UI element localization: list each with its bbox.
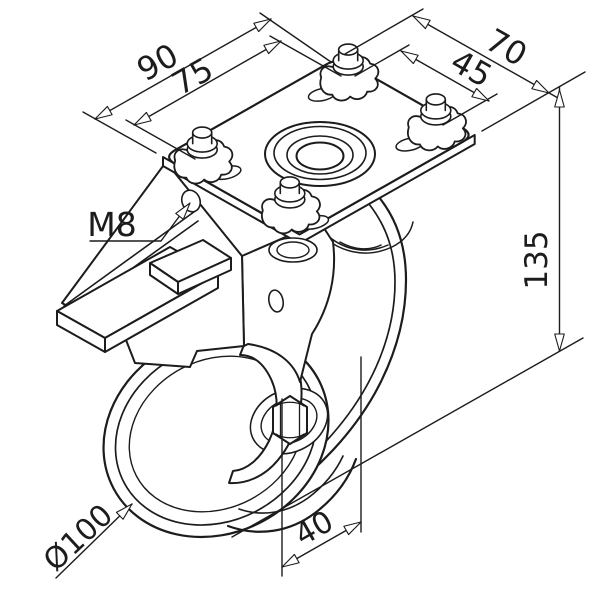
dim-overall-height-135 — [231, 86, 584, 538]
axle-bolt — [272, 395, 308, 445]
fork-upper-face — [241, 221, 336, 383]
dim-line — [94, 18, 272, 120]
dimensions — [55, 8, 586, 579]
leader-line — [55, 503, 133, 579]
boss-center-hole — [295, 141, 345, 171]
dim-wheel-width-40 — [279, 356, 364, 577]
ext-lines — [354, 44, 498, 126]
label-overall-height: 135 — [519, 230, 555, 289]
dim-thread-leader — [89, 199, 195, 242]
fork-hole — [267, 289, 285, 313]
fork-upper-face-outline — [241, 221, 336, 383]
dim-plate-length-90 — [82, 12, 332, 154]
plate-side-thickness — [162, 134, 476, 245]
swivel-boss — [264, 121, 376, 187]
label-wheel-diameter: Ø100 — [37, 498, 120, 579]
label-wheel-width: 40 — [289, 504, 339, 553]
brake — [56, 161, 245, 368]
dim-line — [133, 40, 282, 126]
brake-pedal-front — [104, 273, 219, 353]
ground-line — [231, 337, 584, 538]
brake-pedal-rib-front — [177, 257, 232, 295]
axle-hex-facets — [275, 401, 305, 439]
dim-bolt-spacing-45 — [354, 44, 498, 126]
axle-hex-head — [272, 395, 308, 445]
dim-plate-width-70 — [344, 8, 586, 132]
wheel-far-rim-inner — [238, 455, 344, 514]
label-bolt-thread: M8 — [87, 205, 136, 244]
leader-line — [89, 205, 188, 242]
under-plate-nut-inner — [276, 241, 310, 259]
ext-lines — [344, 8, 586, 132]
wheel-far-rim-curve — [226, 457, 358, 533]
dim-bolt-spacing-75 — [125, 35, 342, 160]
ext-lines — [125, 35, 342, 160]
ext-lines — [281, 356, 362, 577]
dim-wheel-diameter-leader — [55, 499, 136, 579]
swivel-race — [315, 221, 414, 254]
